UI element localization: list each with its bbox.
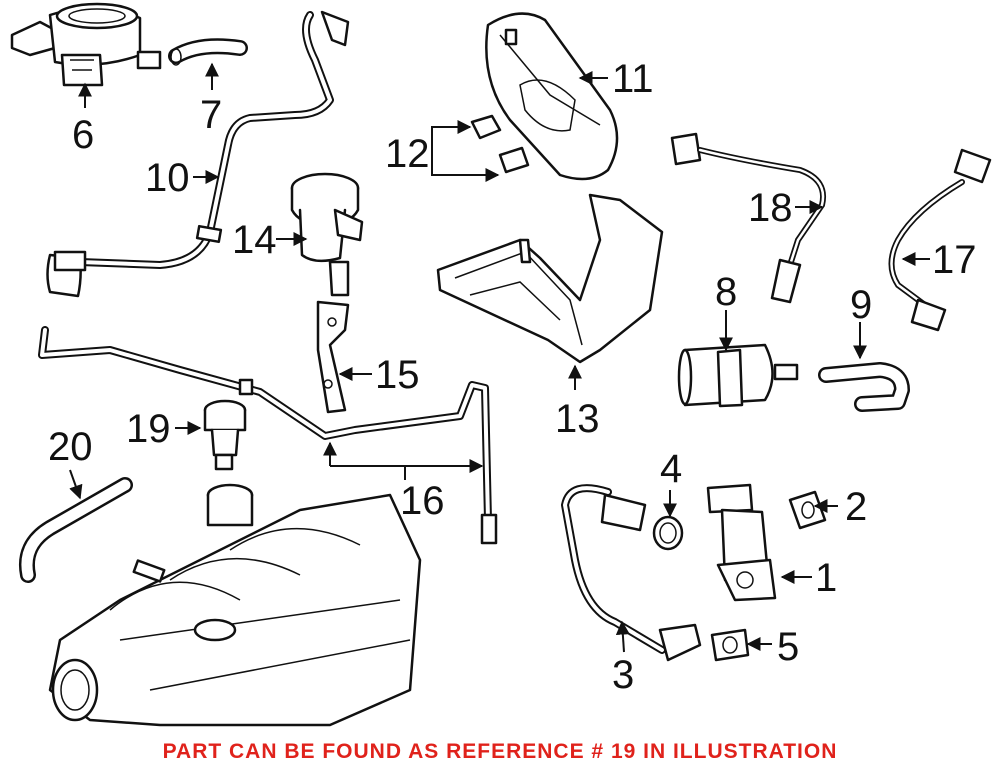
part-4-ring [652, 515, 684, 551]
part-11-canister [485, 12, 619, 181]
part-16-line [38, 326, 498, 545]
part-14-solenoid [290, 172, 364, 297]
callout-17: 17 [932, 238, 977, 282]
callout-18: 18 [748, 186, 793, 230]
part-20-hose [19, 477, 133, 583]
part-6-valve [10, 2, 162, 87]
part-3-tube [561, 484, 702, 662]
intake-manifold [48, 483, 422, 727]
callout-7: 7 [200, 93, 222, 137]
part-19-pcv-valve [203, 399, 247, 471]
callout-14: 14 [232, 218, 277, 262]
part-10-hose [46, 10, 350, 298]
part-15-bracket [316, 300, 350, 414]
callout-labels: 6 7 10 11 12 14 13 8 9 18 17 15 19 20 16… [48, 57, 977, 697]
part-17-sensor [888, 148, 992, 332]
part-2-gasket [788, 490, 827, 530]
callout-12: 12 [385, 132, 430, 176]
callout-4: 4 [660, 447, 682, 491]
callout-13: 13 [555, 397, 600, 441]
part-18-sensor [670, 132, 826, 304]
callout-8: 8 [715, 270, 737, 314]
part-5-gasket [710, 628, 750, 662]
part-9-hose [818, 362, 910, 412]
callout-5: 5 [777, 625, 799, 669]
callout-1: 1 [815, 556, 837, 600]
part-13-bracket [436, 193, 664, 364]
callout-10: 10 [145, 156, 190, 200]
callout-3: 3 [612, 653, 634, 697]
callout-20: 20 [48, 425, 93, 469]
part-7-hose [168, 38, 248, 66]
part-8-pump [677, 343, 799, 408]
callout-19: 19 [126, 407, 171, 451]
callout-9: 9 [850, 283, 872, 327]
callout-6: 6 [72, 113, 94, 157]
callout-11: 11 [612, 57, 654, 101]
callout-2: 2 [845, 485, 867, 529]
callout-15: 15 [375, 353, 420, 397]
part-12-clips [470, 114, 530, 174]
reference-note: PART CAN BE FOUND AS REFERENCE # 19 IN I… [162, 740, 838, 763]
callout-16: 16 [400, 479, 445, 523]
part-1-egr-valve [706, 483, 777, 602]
leader-lines [69, 62, 930, 653]
